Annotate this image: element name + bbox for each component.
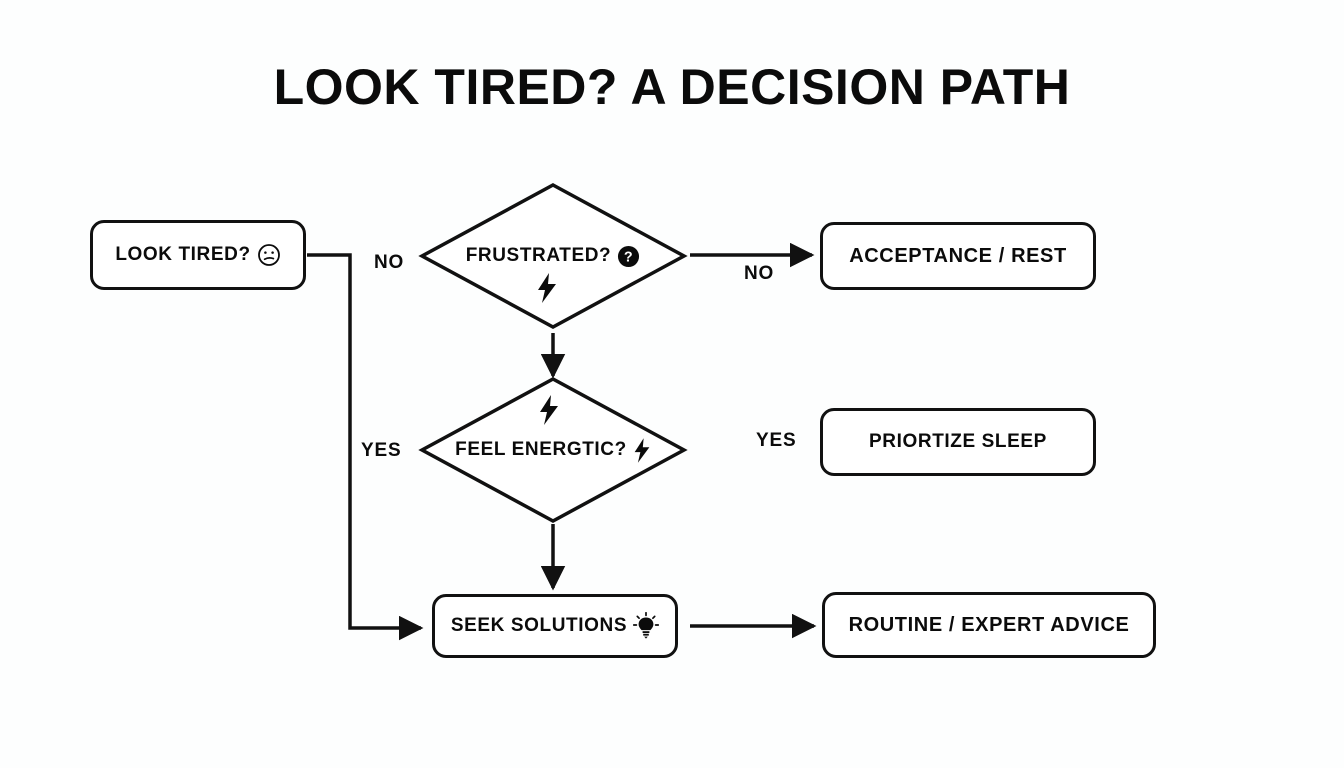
confused-face-icon [257, 243, 281, 267]
node-acceptance-rest[interactable]: ACCEPTANCE / REST [820, 222, 1096, 290]
edge-label-yes-energetic: YES [361, 440, 402, 461]
node-prioritize-sleep-label: PRIORTIZE SLEEP [869, 431, 1047, 452]
node-look-tired-label: LOOK TIRED? [115, 244, 251, 265]
edge-label-yes-sleep: YES [756, 430, 797, 451]
node-look-tired[interactable]: LOOK TIRED? [90, 220, 306, 290]
node-seek-solutions[interactable]: SEEK SOLUTIONS [432, 594, 678, 658]
diamond-shape-frustrated [418, 183, 688, 329]
edge-label-no-frustrated: NO [744, 263, 775, 284]
lightning-bolt-icon [536, 273, 558, 308]
lightning-bolt-icon [538, 395, 560, 430]
node-routine-expert-advice-label: ROUTINE / EXPERT ADVICE [848, 613, 1130, 636]
node-prioritize-sleep[interactable]: PRIORTIZE SLEEP [820, 408, 1096, 476]
lightbulb-icon [633, 612, 660, 640]
diamond-shape-feel-energetic [418, 377, 688, 523]
node-routine-expert-advice[interactable]: ROUTINE / EXPERT ADVICE [822, 592, 1156, 658]
page-title: LOOK TIRED? A DECISION PATH [273, 59, 1071, 115]
node-seek-solutions-label: SEEK SOLUTIONS [450, 615, 628, 636]
node-frustrated[interactable]: FRUSTRATED? ? [418, 181, 688, 331]
node-acceptance-rest-label: ACCEPTANCE / REST [849, 244, 1067, 267]
edge-label-no-start: NO [374, 252, 405, 273]
